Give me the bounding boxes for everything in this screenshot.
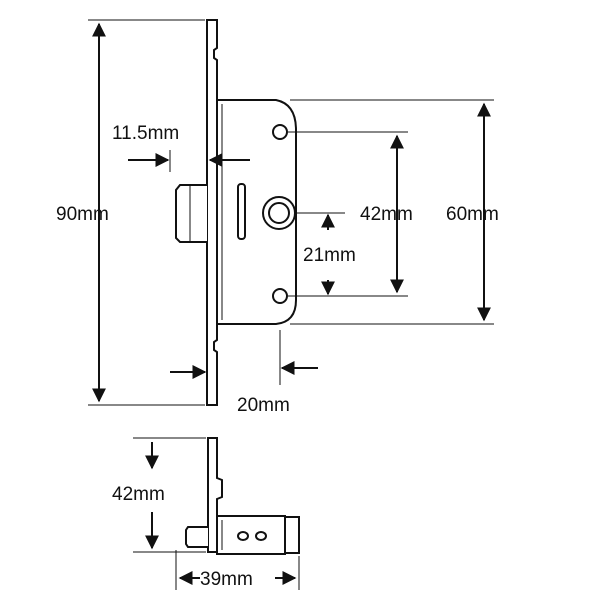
side-view: 42mm 39mm: [112, 437, 300, 590]
lock-case: [216, 99, 297, 325]
follower-hole: [268, 202, 290, 224]
dimension-label-42: 42mm: [360, 204, 413, 225]
forend-plate: [206, 19, 218, 406]
side-bolt: [185, 526, 208, 548]
dimension-label-21: 21mm: [303, 245, 356, 266]
dimension-label-side-42: 42mm: [112, 484, 165, 505]
screw-hole-top: [272, 124, 288, 140]
dimension-label-20: 20mm: [237, 395, 290, 416]
side-case: [216, 515, 286, 555]
dimension-label-11-5: 11.5mm: [112, 123, 179, 144]
bolt: [175, 184, 207, 243]
dimension-label-39: 39mm: [200, 569, 253, 590]
side-hole-left: [237, 531, 249, 541]
case-slot: [237, 183, 246, 240]
dimension-label-90: 90mm: [56, 204, 109, 225]
side-hole-right: [255, 531, 267, 541]
screw-hole-bottom: [272, 288, 288, 304]
dimension-label-60: 60mm: [446, 204, 499, 225]
side-end-cap: [284, 516, 300, 554]
side-forend-plate: [207, 437, 223, 553]
front-view: 90mm 11.5mm 60mm 42mm 21mm 20mm: [56, 19, 499, 416]
